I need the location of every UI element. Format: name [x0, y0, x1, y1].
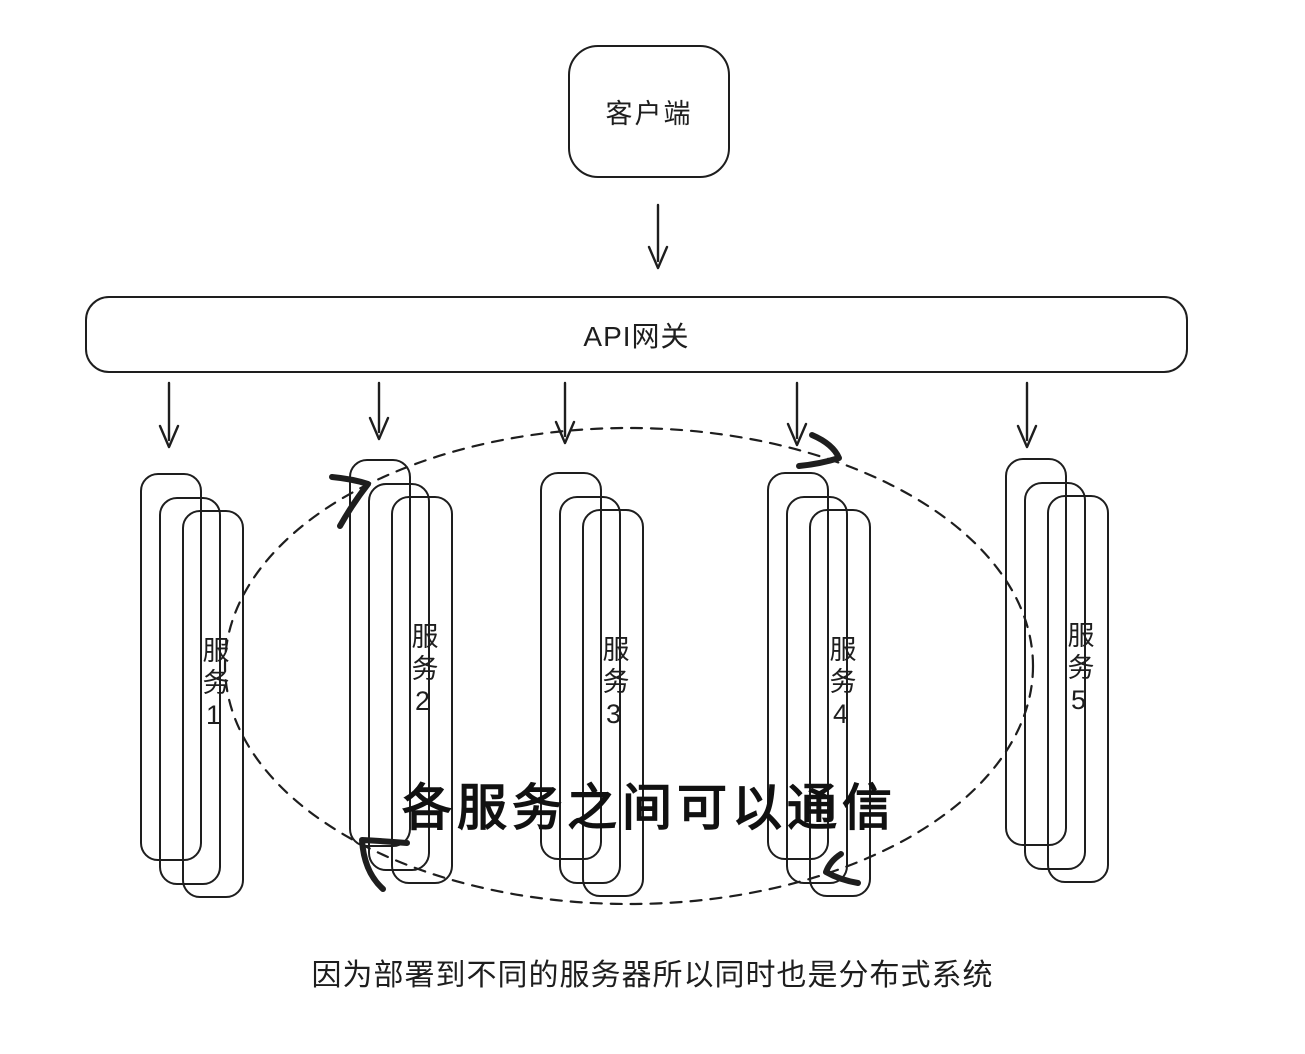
service-stack-1: 服务1 — [140, 473, 246, 900]
communication-note: 各服务之间可以通信 — [402, 780, 897, 836]
client-node: 客户端 — [568, 45, 730, 178]
arrow-gateway-to-service-5 — [1016, 381, 1038, 449]
service-3-label: 服务3 — [598, 635, 629, 734]
service-1-label: 服务1 — [198, 636, 229, 735]
arrow-gateway-to-service-4 — [786, 381, 808, 447]
arrow-gateway-to-service-3 — [554, 381, 576, 445]
arrow-client-to-gateway — [647, 203, 669, 270]
arrow-gateway-to-service-2 — [368, 381, 390, 441]
api-gateway-node: API网关 — [85, 296, 1188, 373]
client-label: 客户端 — [605, 99, 693, 129]
service-5-label: 服务5 — [1063, 621, 1094, 720]
api-gateway-label: API网关 — [583, 320, 690, 352]
arrow-gateway-to-service-1 — [158, 381, 180, 449]
service-5-instance-front — [1047, 495, 1109, 883]
service-1-instance-back — [140, 473, 202, 861]
service-2-label: 服务2 — [407, 622, 438, 721]
diagram-caption: 因为部署到不同的服务器所以同时也是分布式系统 — [311, 959, 994, 992]
service-stack-5: 服务5 — [1005, 458, 1111, 885]
comm-arrowhead-top-right — [796, 432, 842, 469]
service-4-label: 服务4 — [825, 635, 856, 734]
